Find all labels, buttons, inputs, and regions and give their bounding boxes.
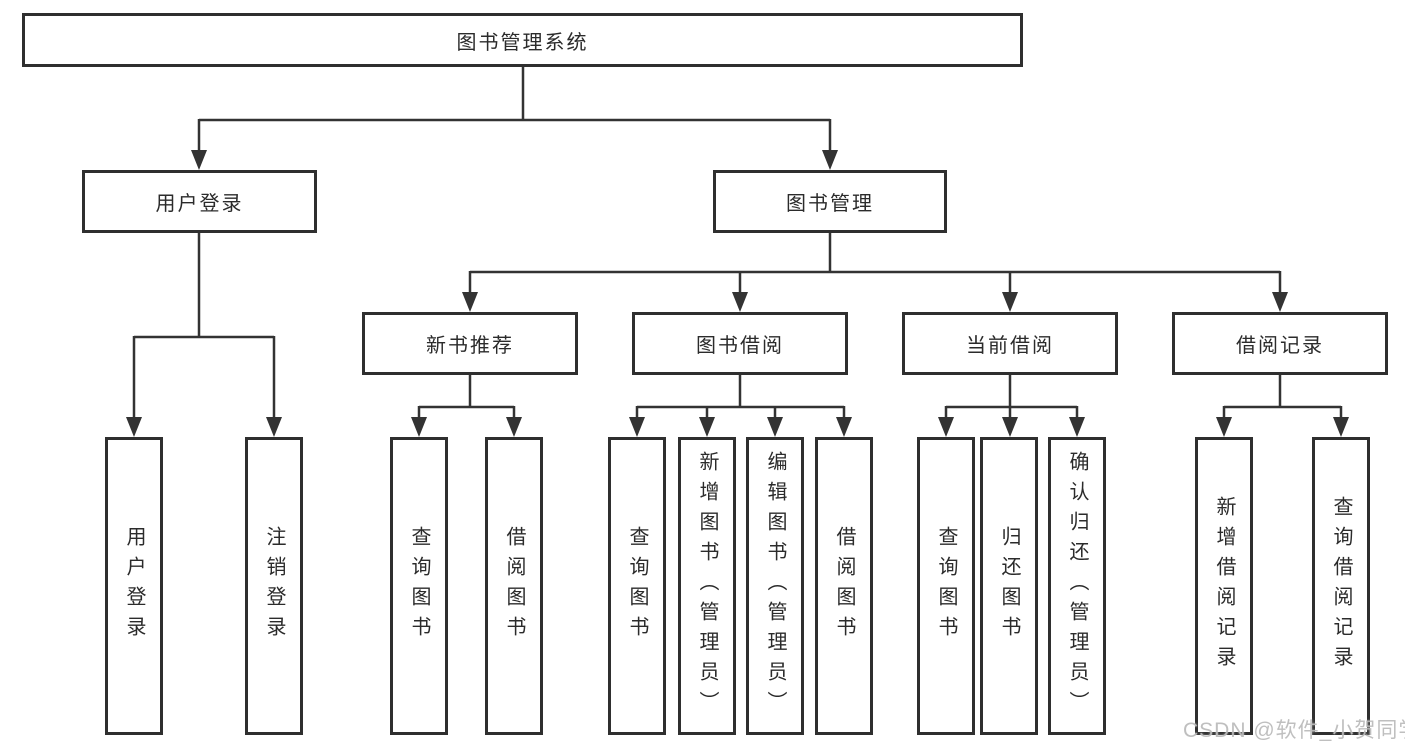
node-query-borrow-record: 查询借阅记录 (1312, 437, 1370, 735)
node-book-borrowing: 图书借阅 (632, 312, 848, 375)
node-return-books: 归还图书 (980, 437, 1038, 735)
arrowhead-icons (126, 150, 1349, 437)
node-borrow-books-recommend: 借阅图书 (485, 437, 543, 735)
node-confirm-return-admin: 确认归还（管理员） (1048, 437, 1106, 735)
node-borrow-books-borrowing: 借阅图书 (815, 437, 873, 735)
node-add-borrow-record: 新增借阅记录 (1195, 437, 1253, 735)
node-user-login: 用户登录 (82, 170, 317, 233)
node-library-system: 图书管理系统 (22, 13, 1023, 67)
node-current-borrowing: 当前借阅 (902, 312, 1118, 375)
node-logout: 注销登录 (245, 437, 303, 735)
node-login: 用户登录 (105, 437, 163, 735)
csdn-watermark: CSDN @软件_小贺同学 (1183, 719, 1405, 742)
node-query-books-borrowing: 查询图书 (608, 437, 666, 735)
node-new-book-recommend: 新书推荐 (362, 312, 578, 375)
node-add-book-admin: 新增图书（管理员） (678, 437, 736, 735)
node-query-books-recommend: 查询图书 (390, 437, 448, 735)
connector-paths (132, 67, 1343, 419)
node-query-books-current: 查询图书 (917, 437, 975, 735)
node-borrowing-records: 借阅记录 (1172, 312, 1388, 375)
node-edit-book-admin: 编辑图书（管理员） (746, 437, 804, 735)
node-book-management: 图书管理 (713, 170, 947, 233)
